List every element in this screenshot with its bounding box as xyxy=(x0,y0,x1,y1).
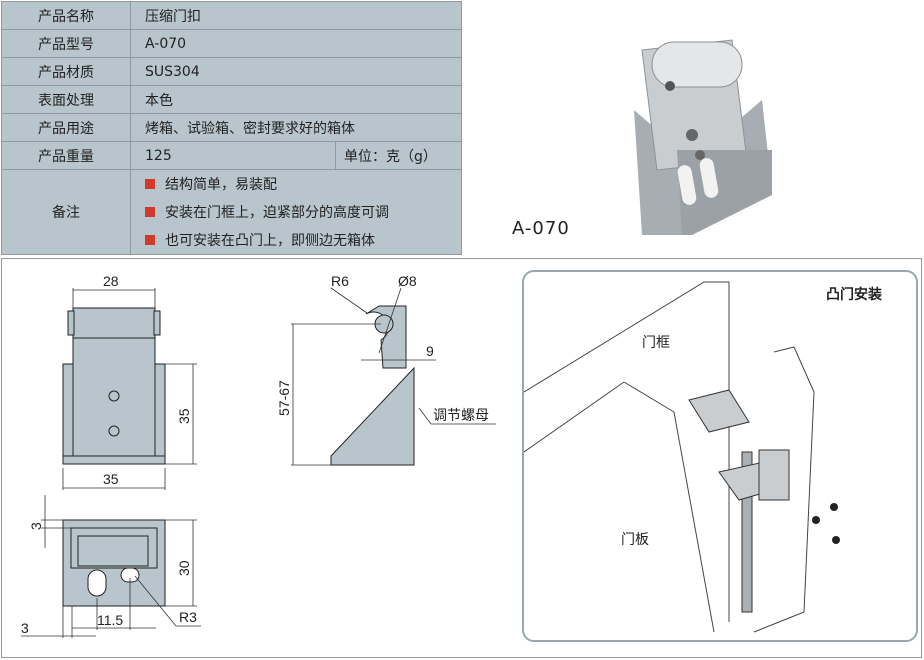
dim-depth: 30 xyxy=(176,560,192,576)
row-label: 产品名称 xyxy=(1,1,131,30)
table-row: 表面处理本色 xyxy=(1,85,462,114)
row-label: 产品用途 xyxy=(1,113,131,142)
table-row: 产品名称压缩门扣 xyxy=(1,1,462,30)
notes-label: 备注 xyxy=(1,169,131,255)
row-value: 本色 xyxy=(130,85,462,114)
row-label: 表面处理 xyxy=(1,85,131,114)
dim-radius: R6 xyxy=(331,273,349,289)
dim-top-width: 28 xyxy=(103,273,119,289)
notes-list: 结构简单，易装配 安装在门框上，迫紧部分的高度可调 也可安装在凸门上，即侧边无箱… xyxy=(130,169,462,255)
note-text: 也可安装在凸门上，即侧边无箱体 xyxy=(165,233,375,249)
bullet-icon xyxy=(145,179,155,189)
dim-left: 3 xyxy=(21,620,29,636)
row-label: 产品材质 xyxy=(1,57,131,86)
technical-drawing: 28 35 35 R6 Ø8 57-67 9 调节螺母 3 30 3 11.5 … xyxy=(21,273,496,638)
door-label: 门板 xyxy=(621,532,649,548)
note-item: 结构简单，易装配 xyxy=(145,170,461,198)
table-row: 备注 结构简单，易装配 安装在门框上，迫紧部分的高度可调 也可安装在凸门上，即侧… xyxy=(1,169,462,255)
bullet-icon xyxy=(145,207,155,217)
dim-slot-radius: R3 xyxy=(179,609,197,625)
weight-unit: 单位：克（g） xyxy=(335,141,462,170)
row-value: A-070 xyxy=(130,29,462,58)
latch-photo-icon xyxy=(634,39,772,235)
frame-label: 门框 xyxy=(642,335,670,351)
dim-offset: 9 xyxy=(426,343,434,359)
row-value: 烤箱、试验箱、密封要求好的箱体 xyxy=(130,113,462,142)
model-caption: A-070 xyxy=(512,218,570,239)
dim-edge: 3 xyxy=(28,522,44,530)
note-text: 安装在门框上，迫紧部分的高度可调 xyxy=(165,205,389,221)
install-title: 凸门安装 xyxy=(826,287,882,303)
dim-slot: 11.5 xyxy=(97,612,123,628)
note-text: 结构简单，易装配 xyxy=(165,177,277,193)
install-diagram: 凸门安装 门框 门板 xyxy=(522,270,918,642)
table-row: 产品用途烤箱、试验箱、密封要求好的箱体 xyxy=(1,113,462,142)
dim-diameter: Ø8 xyxy=(398,273,417,289)
note-item: 安装在门框上，迫紧部分的高度可调 xyxy=(145,198,461,226)
row-value: SUS304 xyxy=(130,57,462,86)
nut-label: 调节螺母 xyxy=(433,407,489,423)
row-value: 125 xyxy=(130,141,336,170)
door-install-illustration xyxy=(524,281,840,633)
dim-adjust-height: 57-67 xyxy=(276,380,292,416)
row-label: 产品重量 xyxy=(1,141,131,170)
note-item: 也可安装在凸门上，即侧边无箱体 xyxy=(145,226,461,254)
row-value: 压缩门扣 xyxy=(130,1,462,30)
dim-height: 35 xyxy=(176,408,192,424)
row-label: 产品型号 xyxy=(1,29,131,58)
product-photo: A-070 xyxy=(462,0,924,258)
bullet-icon xyxy=(145,235,155,245)
drawing-area: 28 35 35 R6 Ø8 57-67 9 调节螺母 3 30 3 11.5 … xyxy=(1,258,922,658)
dim-bottom-width: 35 xyxy=(103,471,119,487)
